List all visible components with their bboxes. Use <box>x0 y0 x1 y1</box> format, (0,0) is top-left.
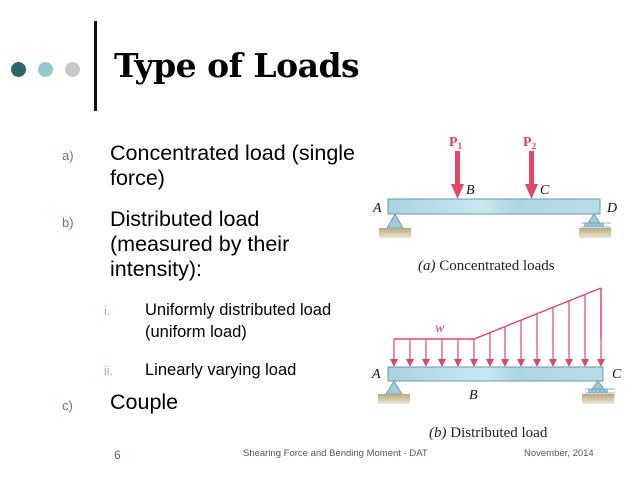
load-arrow-p2-icon <box>525 151 538 199</box>
title-divider <box>94 21 97 111</box>
label-w: w <box>435 321 445 336</box>
bullet-item-couple: Couple <box>110 390 178 415</box>
label-c-b: C <box>612 367 622 382</box>
bullet-line: Concentrated load (single <box>110 141 356 165</box>
footer-center-text: Shearing Force and Bending Moment - DAT <box>243 448 428 459</box>
bullet-line: force) <box>110 166 165 190</box>
label-d: D <box>606 201 617 216</box>
subbullet-line: Linearly varying load <box>145 361 297 379</box>
subbullet-line: Uniformly distributed load <box>145 301 332 319</box>
distributed-arrow-shafts <box>390 288 605 367</box>
page-number: 6 <box>114 448 121 462</box>
roller-support-d-icon <box>579 213 611 238</box>
label-c: C <box>540 183 550 198</box>
pin-support-b-icon <box>378 380 410 404</box>
label-a-b: A <box>371 367 381 382</box>
pin-support-a-icon <box>379 213 411 238</box>
subbullet-item-uniform: Uniformly distributed load (uniform load… <box>145 299 331 343</box>
roller-support-c-icon <box>582 380 615 404</box>
bullet-marker-c: c) <box>62 398 73 413</box>
figure-a-caption: (a) Concentrated loads <box>418 258 555 274</box>
load-arrow-p1-icon <box>451 151 464 199</box>
subbullet-marker-ii: ii. <box>104 364 114 378</box>
bullet-line: Distributed load <box>110 207 260 231</box>
beam-a <box>387 198 601 215</box>
label-b: B <box>466 183 475 198</box>
distributed-load-arrows-icon <box>394 287 602 340</box>
decor-dot-grey <box>65 62 80 77</box>
decor-dot-dark-teal <box>11 62 26 77</box>
subbullet-marker-i: i. <box>104 304 111 318</box>
subbullet-line: (uniform load) <box>145 323 247 341</box>
bullet-item-concentrated: Concentrated load (single force) <box>110 141 355 191</box>
bullet-marker-b: b) <box>62 215 74 230</box>
bullet-line: intensity): <box>110 257 203 281</box>
label-b-b: B <box>469 388 478 403</box>
bullet-marker-a: a) <box>62 148 74 163</box>
figure-b-caption: (b) Distributed load <box>429 425 548 441</box>
decor-dot-light-teal <box>38 62 53 77</box>
slide-title: Type of Loads <box>114 46 360 85</box>
label-a: A <box>372 201 382 216</box>
label-p1: P1 <box>449 135 463 151</box>
bullet-line: Couple <box>110 390 179 414</box>
footer-date: November, 2014 <box>524 448 594 459</box>
label-p2: P2 <box>523 135 537 151</box>
bullet-item-distributed: Distributed load (measured by their inte… <box>110 207 289 282</box>
subbullet-item-linear: Linearly varying load <box>145 359 296 381</box>
bullet-line: (measured by their <box>110 232 290 256</box>
beam-b <box>387 366 604 382</box>
